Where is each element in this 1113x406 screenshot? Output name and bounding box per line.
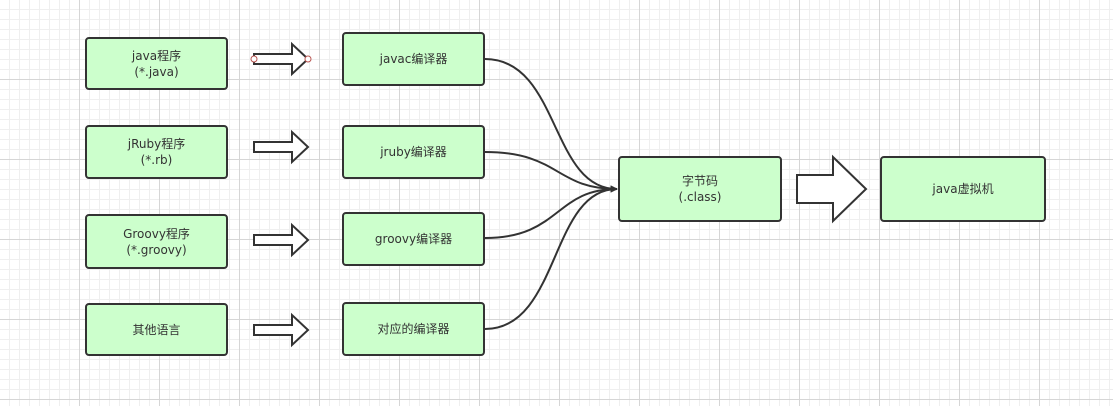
jvm-box[interactable]: java虚拟机 bbox=[880, 156, 1046, 222]
connector-javac-bytecode bbox=[484, 58, 618, 193]
source-java-box[interactable]: java程序 (*.java) bbox=[85, 37, 228, 90]
compiler-label: groovy编译器 bbox=[374, 232, 453, 246]
block-arrow-bytecode-jvm bbox=[796, 154, 868, 224]
compiler-jruby-box[interactable]: jruby编译器 bbox=[342, 125, 485, 179]
connector-jruby-bytecode bbox=[484, 151, 618, 193]
compiler-label: javac编译器 bbox=[379, 52, 448, 66]
bytecode-ext: (.class) bbox=[678, 190, 722, 204]
source-ext: (*.java) bbox=[134, 64, 179, 79]
block-arrow-jruby bbox=[253, 129, 310, 165]
compiler-groovy-box[interactable]: groovy编译器 bbox=[342, 212, 485, 266]
compiler-other-box[interactable]: 对应的编译器 bbox=[342, 302, 485, 356]
compiler-label: jruby编译器 bbox=[380, 145, 447, 159]
source-name: 其他语言 bbox=[132, 322, 181, 337]
compiler-javac-box[interactable]: javac编译器 bbox=[342, 32, 485, 86]
connector-other-bytecode bbox=[484, 185, 618, 330]
source-name: jRuby程序 bbox=[127, 137, 186, 151]
bytecode-label: 字节码 bbox=[681, 174, 718, 188]
block-arrow-java bbox=[253, 41, 310, 77]
source-other-box[interactable]: 其他语言 bbox=[85, 303, 228, 356]
source-jruby-box[interactable]: jRuby程序 (*.rb) bbox=[85, 125, 228, 179]
bytecode-box[interactable]: 字节码 (.class) bbox=[618, 156, 782, 222]
source-ext: (*.rb) bbox=[140, 153, 173, 167]
jvm-label: java虚拟机 bbox=[932, 182, 994, 196]
selection-handle bbox=[250, 55, 258, 63]
source-groovy-box[interactable]: Groovy程序 (*.groovy) bbox=[85, 214, 228, 269]
connector-groovy-bytecode bbox=[484, 185, 618, 239]
selection-handle bbox=[304, 55, 312, 63]
compiler-label: 对应的编译器 bbox=[377, 322, 450, 336]
source-name: Groovy程序 bbox=[123, 226, 190, 241]
block-arrow-other bbox=[253, 312, 310, 348]
source-name: java程序 bbox=[131, 48, 182, 63]
block-arrow-groovy bbox=[253, 222, 310, 258]
source-ext: (*.groovy) bbox=[126, 242, 187, 257]
